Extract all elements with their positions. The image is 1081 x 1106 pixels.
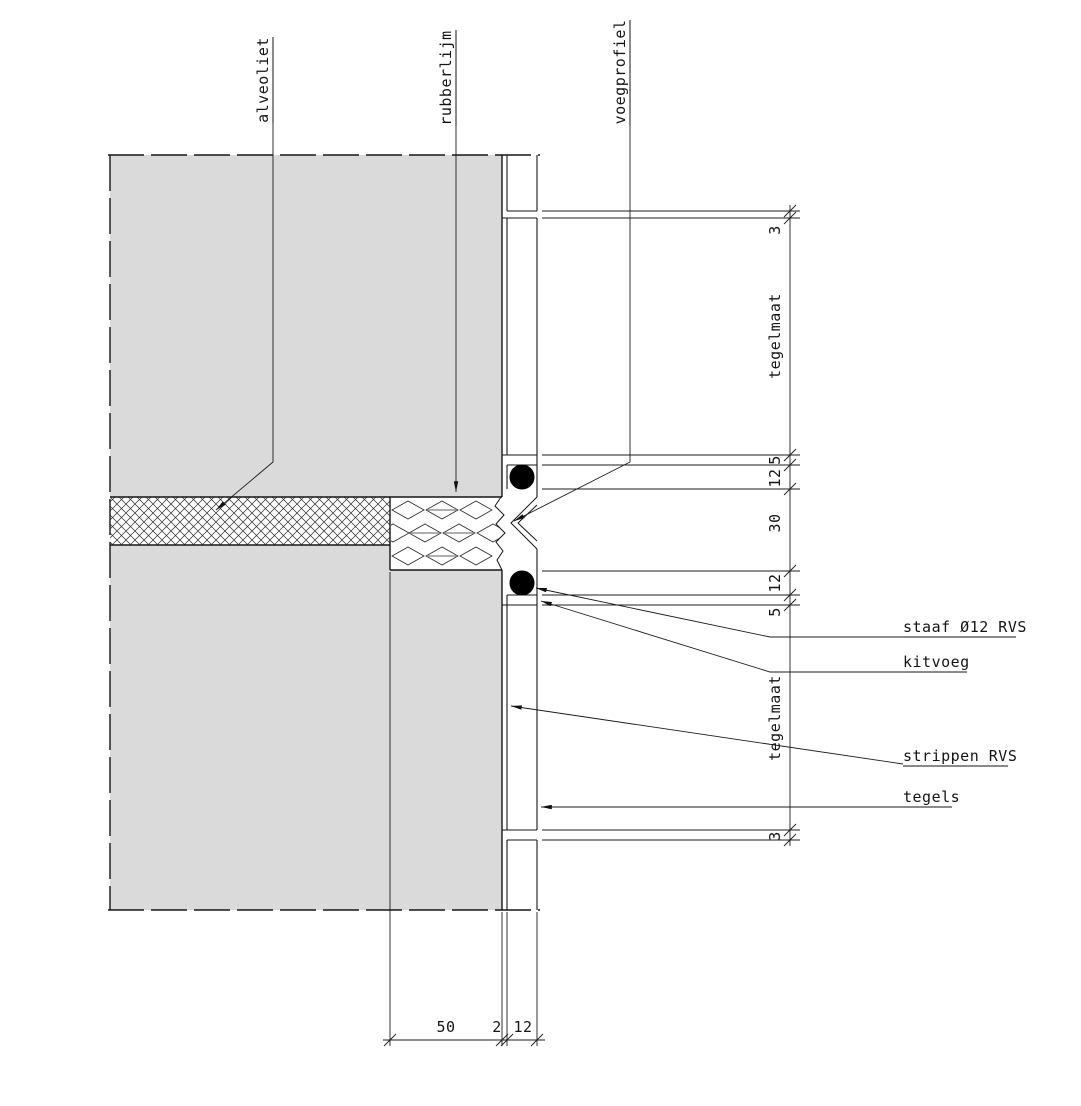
dim-rubber-width: 50: [436, 1018, 455, 1036]
callout-voegprofiel-leader: [513, 125, 631, 522]
dim-joint-top: 3: [766, 225, 784, 235]
rubber-glue-block: [391, 496, 506, 571]
steel-rod-lower: [509, 570, 535, 596]
callout-alveoliet-leader: [215, 123, 274, 511]
callout-rubberlijm-label: rubberlijm: [437, 30, 455, 125]
dim-joint-bottom: 3: [766, 831, 784, 841]
dim-kitvoeg-top: 5: [766, 455, 784, 465]
callout-strippen: strippen RVS: [510, 705, 1017, 767]
dim-tegelmaat-top: tegelmaat: [766, 293, 784, 379]
concrete-wall: [110, 155, 502, 910]
callout-strippen-leader: [510, 705, 904, 765]
dim-rod-bottom: 12: [766, 573, 784, 592]
rubber-pattern: [391, 500, 500, 566]
wall-outlines: [108, 154, 540, 911]
dimension-labels-vertical: 3 tegelmaat 5 12 30 12 5 tegelmaat 3: [766, 225, 784, 841]
vertical-dimension-chain: 3 tegelmaat 5 12 30 12 5 tegelmaat 3: [542, 204, 800, 847]
dimension-ticks: [783, 204, 797, 847]
extension-lines: [542, 210, 800, 841]
callout-rubberlijm: rubberlijm: [437, 30, 459, 492]
callout-alveoliet: alveoliet: [215, 37, 274, 511]
extension-lines-bottom: [389, 572, 538, 1046]
dim-tile-thickness: 12: [513, 1018, 532, 1036]
callout-voegprofiel: voegprofiel: [513, 20, 631, 522]
joint-profile: [510, 496, 538, 550]
dimension-labels-bottom: 50 2 12: [436, 1018, 532, 1036]
tile-and-strip-lines: [502, 155, 538, 910]
callout-staaf: staaf Ø12 RVS: [535, 587, 1027, 638]
callout-kitvoeg-label: kitvoeg: [903, 653, 970, 671]
dim-glue-gap: 2: [492, 1018, 502, 1036]
dim-tegelmaat-bottom: tegelmaat: [766, 675, 784, 761]
torn-edge: [494, 496, 506, 571]
callout-tegels: tegels: [541, 788, 960, 810]
alveolite-strip: [110, 497, 390, 545]
callout-alveoliet-label: alveoliet: [254, 37, 272, 123]
callout-voegprofiel-label: voegprofiel: [611, 20, 629, 125]
dim-rod-top: 12: [766, 468, 784, 487]
concrete-upper-block: [110, 155, 502, 497]
bottom-dimension-chain: 50 2 12: [383, 572, 545, 1047]
callout-kitvoeg: kitvoeg: [540, 600, 970, 673]
callout-tegels-label: tegels: [903, 788, 960, 806]
dim-kitvoeg-bottom: 5: [766, 607, 784, 617]
callout-staaf-label: staaf Ø12 RVS: [903, 618, 1027, 636]
steel-rod-upper: [509, 464, 535, 490]
dim-joint-30: 30: [766, 513, 784, 532]
concrete-lower-block: [110, 545, 502, 910]
callout-kitvoeg-leader: [540, 600, 903, 673]
dimension-ticks-bottom: [383, 1033, 544, 1047]
callout-staaf-leader: [535, 587, 903, 638]
callout-strippen-label: strippen RVS: [903, 747, 1017, 765]
